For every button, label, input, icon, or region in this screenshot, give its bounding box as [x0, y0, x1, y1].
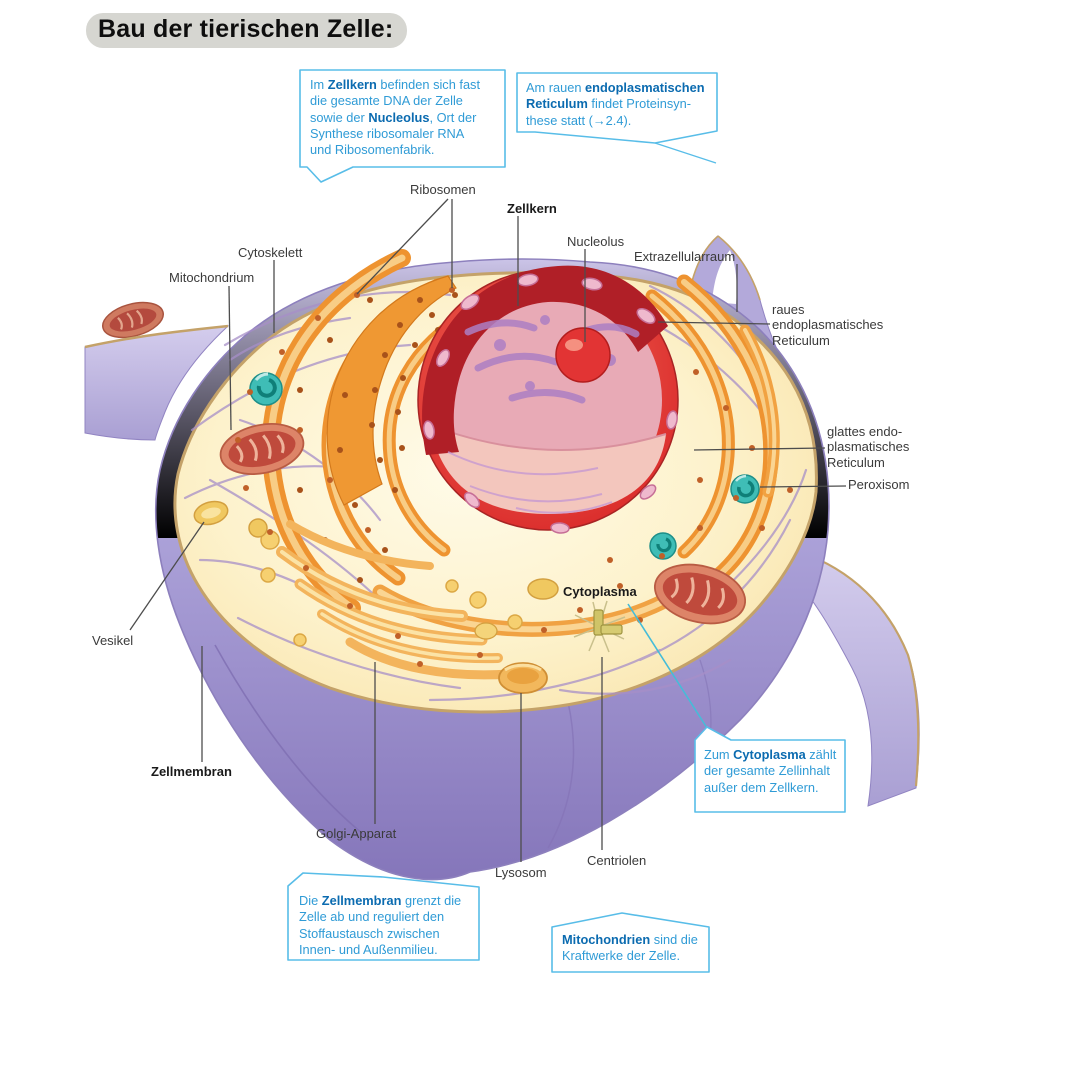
nuclear-pores: [423, 273, 678, 534]
callout-box-zellmembran: [287, 872, 480, 961]
label-golgi-apparat: Golgi-Apparat: [316, 826, 397, 841]
label-ribosomen: Ribosomen: [410, 182, 476, 197]
label-raues-er: raues endoplasmatisches Reticulum: [772, 302, 884, 348]
golgi-vesicles: [260, 530, 523, 647]
golgi-apparatus: [276, 520, 515, 680]
label-extrazellularraum: Extrazellularraum: [634, 249, 736, 264]
line-glattes-er: [693, 447, 826, 451]
nucleolus-body: [555, 327, 611, 383]
line-peroxisom: [759, 485, 847, 488]
label-zellkern: Zellkern: [507, 201, 557, 216]
callout-box-mitochondrien: [551, 912, 710, 973]
nuclear-envelope-cap: [422, 265, 668, 455]
line-cytoplasma: [627, 603, 708, 729]
membrane-flap-left: [84, 324, 230, 441]
free-ribosomes: [235, 287, 793, 667]
line-ribosomen: [356, 198, 453, 295]
label-zellmembran: Zellmembran: [151, 764, 232, 779]
label-cytoskelett: Cytoskelett: [238, 245, 303, 260]
mitochondrion-outside: [102, 301, 164, 339]
callout-boxes: [287, 69, 846, 973]
label-cytoplasma: Cytoplasma: [563, 584, 637, 599]
callout-box-cytoplasma: [694, 726, 846, 813]
line-vesikel: [129, 521, 205, 631]
page-title: Bau der tierischen Zelle:: [86, 13, 408, 48]
line-raues-er: [657, 321, 771, 325]
label-centriolen: Centriolen: [587, 853, 647, 868]
label-glattes-er: glattes endo- plasmatisches Reticulum: [827, 424, 910, 470]
label-lysosom: Lysosom: [495, 865, 547, 880]
label-peroxisom: Peroxisom: [848, 477, 910, 492]
leader-lines: [129, 198, 847, 862]
label-mitochondrium: Mitochondrium: [169, 270, 255, 285]
mitochondrion-left: [219, 423, 305, 475]
nucleus: [417, 265, 679, 534]
line-mitochondrium: [228, 285, 232, 431]
vesicles: [193, 500, 559, 640]
mitochondrion-bottom-right: [653, 563, 747, 625]
lysosome: [498, 662, 548, 694]
centrioles: [573, 600, 626, 653]
callout-box-zellkern: [299, 69, 506, 183]
label-vesikel: Vesikel: [92, 633, 134, 648]
label-nucleolus: Nucleolus: [567, 234, 625, 249]
rough-er-sheet: [326, 275, 458, 506]
chromatin-fibrils: [447, 451, 613, 514]
membrane-flap-right: [787, 550, 920, 807]
